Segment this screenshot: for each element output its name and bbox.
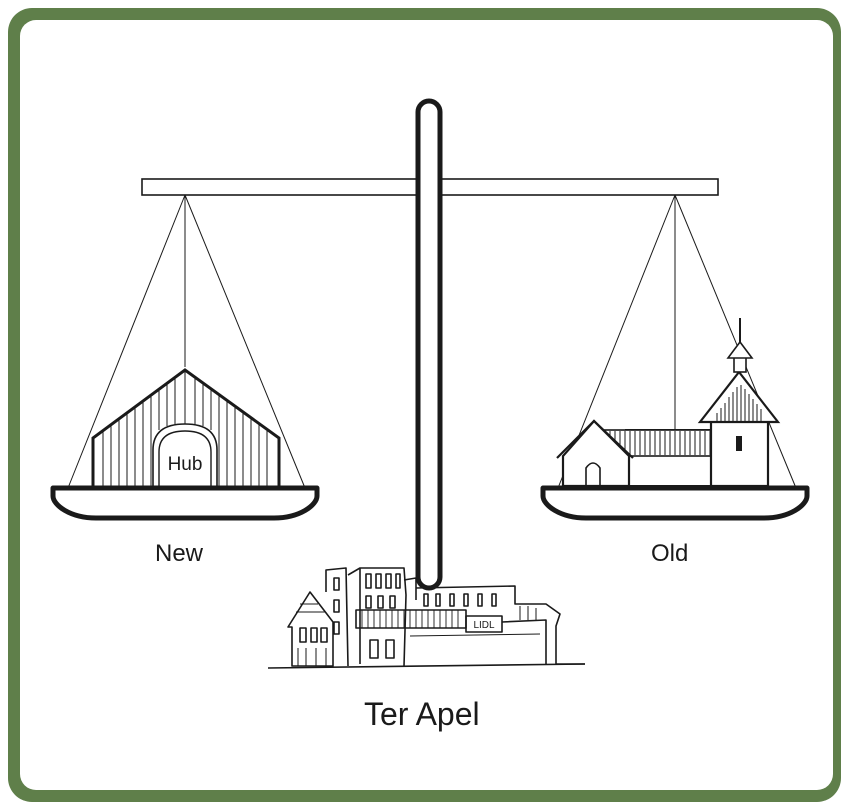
hub-sign: Hub (168, 454, 203, 475)
old-label: Old (651, 540, 689, 567)
ter-apel-town-sketch: LIDL (267, 567, 586, 669)
church-icon (556, 318, 781, 488)
new-label: New (155, 540, 204, 567)
shop-sign: LIDL (473, 620, 495, 631)
scale-post (415, 98, 443, 591)
hub-building-icon (91, 368, 281, 490)
left-pan (50, 485, 320, 521)
right-pan (540, 485, 810, 521)
ter-apel-label: Ter Apel (364, 696, 480, 732)
left-pan-strings (67, 194, 306, 489)
